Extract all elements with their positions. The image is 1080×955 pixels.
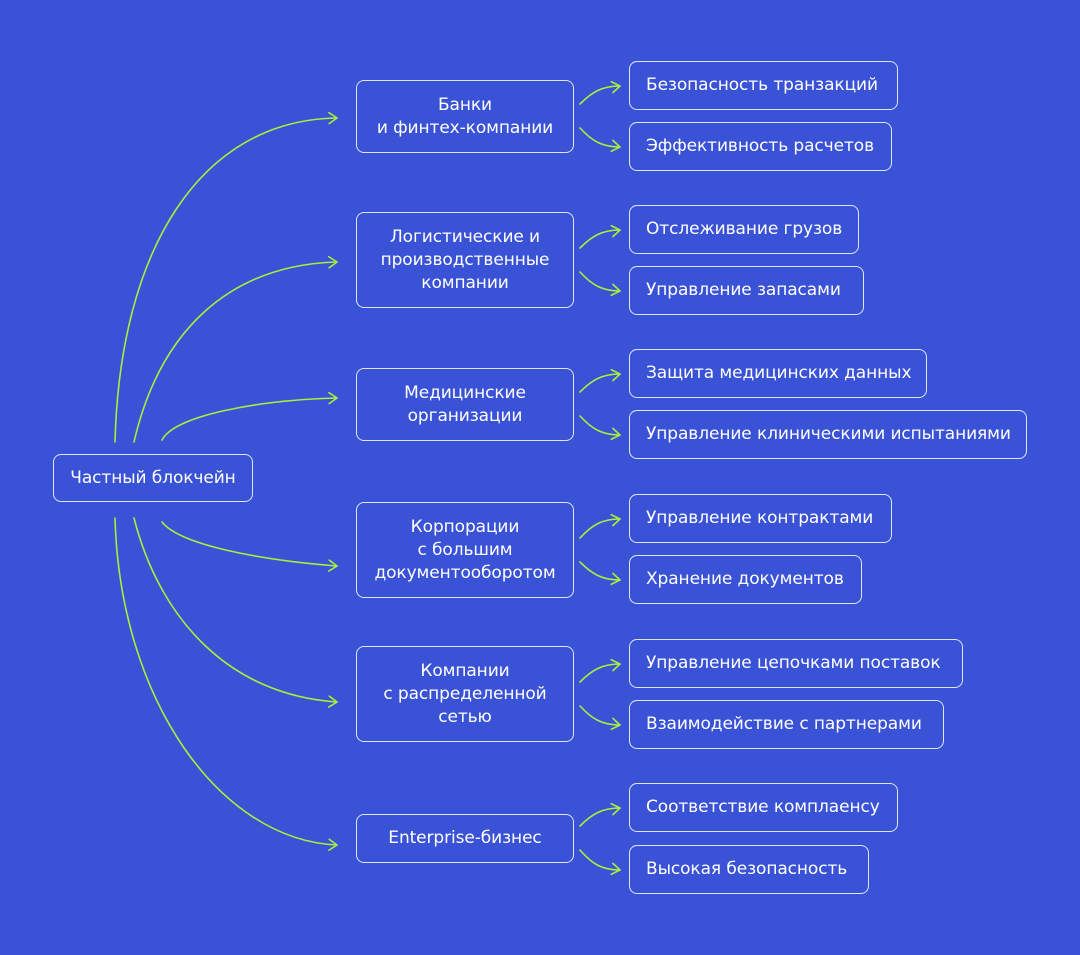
- connector-line: [579, 807, 621, 827]
- root-label: Частный блокчейн: [70, 467, 236, 488]
- arrowhead-icon: [610, 139, 621, 153]
- connector-line: [133, 261, 338, 443]
- connector-line: [161, 521, 338, 567]
- arrowhead-icon: [610, 717, 621, 731]
- arrowhead-icon: [610, 224, 621, 238]
- category-node: Банки и финтех-компании: [356, 80, 574, 153]
- connector-line: [579, 518, 621, 539]
- category-node: Enterprise-бизнес: [356, 814, 574, 863]
- connector-line: [579, 127, 621, 148]
- leaf-node: Взаимодействие с партнерами: [629, 700, 944, 749]
- connector-line: [133, 517, 338, 703]
- connector-line: [579, 663, 621, 683]
- leaf-label: Хранение документов: [646, 569, 844, 589]
- category-line: с распределенной: [383, 683, 547, 704]
- leaf-node: Хранение документов: [629, 555, 862, 604]
- arrowhead-icon: [610, 368, 621, 382]
- arrowhead-icon: [328, 111, 338, 125]
- leaf-node: Управление запасами: [629, 266, 864, 315]
- category-line: Корпорации: [410, 516, 520, 537]
- arrowhead-icon: [328, 255, 338, 269]
- arrowhead-icon: [610, 427, 621, 441]
- leaf-label: Защита медицинских данных: [646, 363, 912, 383]
- category-line: Компании: [420, 660, 510, 681]
- leaf-label: Соответствие комплаенсу: [646, 797, 880, 817]
- leaf-node: Отслеживание грузов: [629, 205, 859, 254]
- leaf-node: Управление клиническими испытаниями: [629, 410, 1027, 459]
- arrowhead-icon: [610, 802, 621, 816]
- category-line: и финтех-компании: [376, 117, 554, 138]
- category-line: сетью: [438, 706, 492, 727]
- category-line: производственные: [380, 249, 550, 270]
- leaf-label: Взаимодействие с партнерами: [646, 714, 922, 734]
- leaf-label: Управление клиническими испытаниями: [646, 424, 1011, 444]
- leaf-label: Высокая безопасность: [646, 859, 848, 879]
- leaf-node: Эффективность расчетов: [629, 122, 892, 171]
- category-line: Логистические и: [389, 226, 541, 247]
- arrowhead-icon: [327, 695, 338, 708]
- connector-line: [579, 849, 621, 871]
- category-node: Корпорации с большим документооборотом: [356, 502, 574, 598]
- leaf-node: Управление цепочками поставок: [629, 639, 963, 688]
- connector-line: [114, 117, 338, 443]
- category-line: организации: [407, 405, 523, 426]
- leaf-label: Эффективность расчетов: [646, 136, 875, 156]
- connector-line: [579, 85, 621, 105]
- leaf-node: Защита медицинских данных: [629, 349, 927, 398]
- leaf-node: Высокая безопасность: [629, 845, 869, 894]
- arrowhead-icon: [328, 391, 338, 405]
- leaf-label: Отслеживание грузов: [646, 219, 843, 239]
- connector-line: [579, 229, 621, 249]
- leaf-label: Безопасность транзакций: [646, 75, 878, 95]
- connector-line: [579, 271, 621, 292]
- root-node: Частный блокчейн: [53, 454, 253, 502]
- connector-line: [579, 705, 621, 726]
- arrowhead-icon: [610, 658, 621, 672]
- leaf-label: Управление контрактами: [646, 508, 874, 528]
- leaf-label: Управление запасами: [646, 280, 841, 300]
- connector-line: [114, 517, 338, 846]
- arrowhead-icon: [610, 513, 621, 527]
- category-line: с большим: [417, 539, 513, 560]
- category-line: компании: [421, 272, 509, 293]
- leaf-node: Безопасность транзакций: [629, 61, 898, 110]
- leaf-node: Управление контрактами: [629, 494, 892, 543]
- connector-line: [579, 373, 621, 393]
- arrowhead-icon: [327, 559, 338, 572]
- arrowhead-icon: [328, 838, 338, 852]
- category-line: Банки: [437, 94, 492, 115]
- category-line: Медицинские: [404, 382, 526, 403]
- leaf-node: Соответствие комплаенсу: [629, 783, 898, 832]
- category-line: документооборотом: [374, 562, 556, 583]
- category-node: Логистические и производственные компани…: [356, 212, 574, 308]
- connector-line: [579, 415, 621, 436]
- arrowhead-icon: [610, 862, 621, 876]
- category-line: Enterprise-бизнес: [388, 828, 542, 848]
- connector-line: [161, 397, 338, 441]
- connector-line: [579, 561, 621, 581]
- arrowhead-icon: [610, 283, 621, 297]
- arrowhead-icon: [610, 80, 621, 94]
- category-node: Медицинские организации: [356, 368, 574, 441]
- leaf-label: Управление цепочками поставок: [646, 653, 941, 673]
- category-node: Компании с распределенной сетью: [356, 646, 574, 742]
- arrowhead-icon: [610, 572, 621, 586]
